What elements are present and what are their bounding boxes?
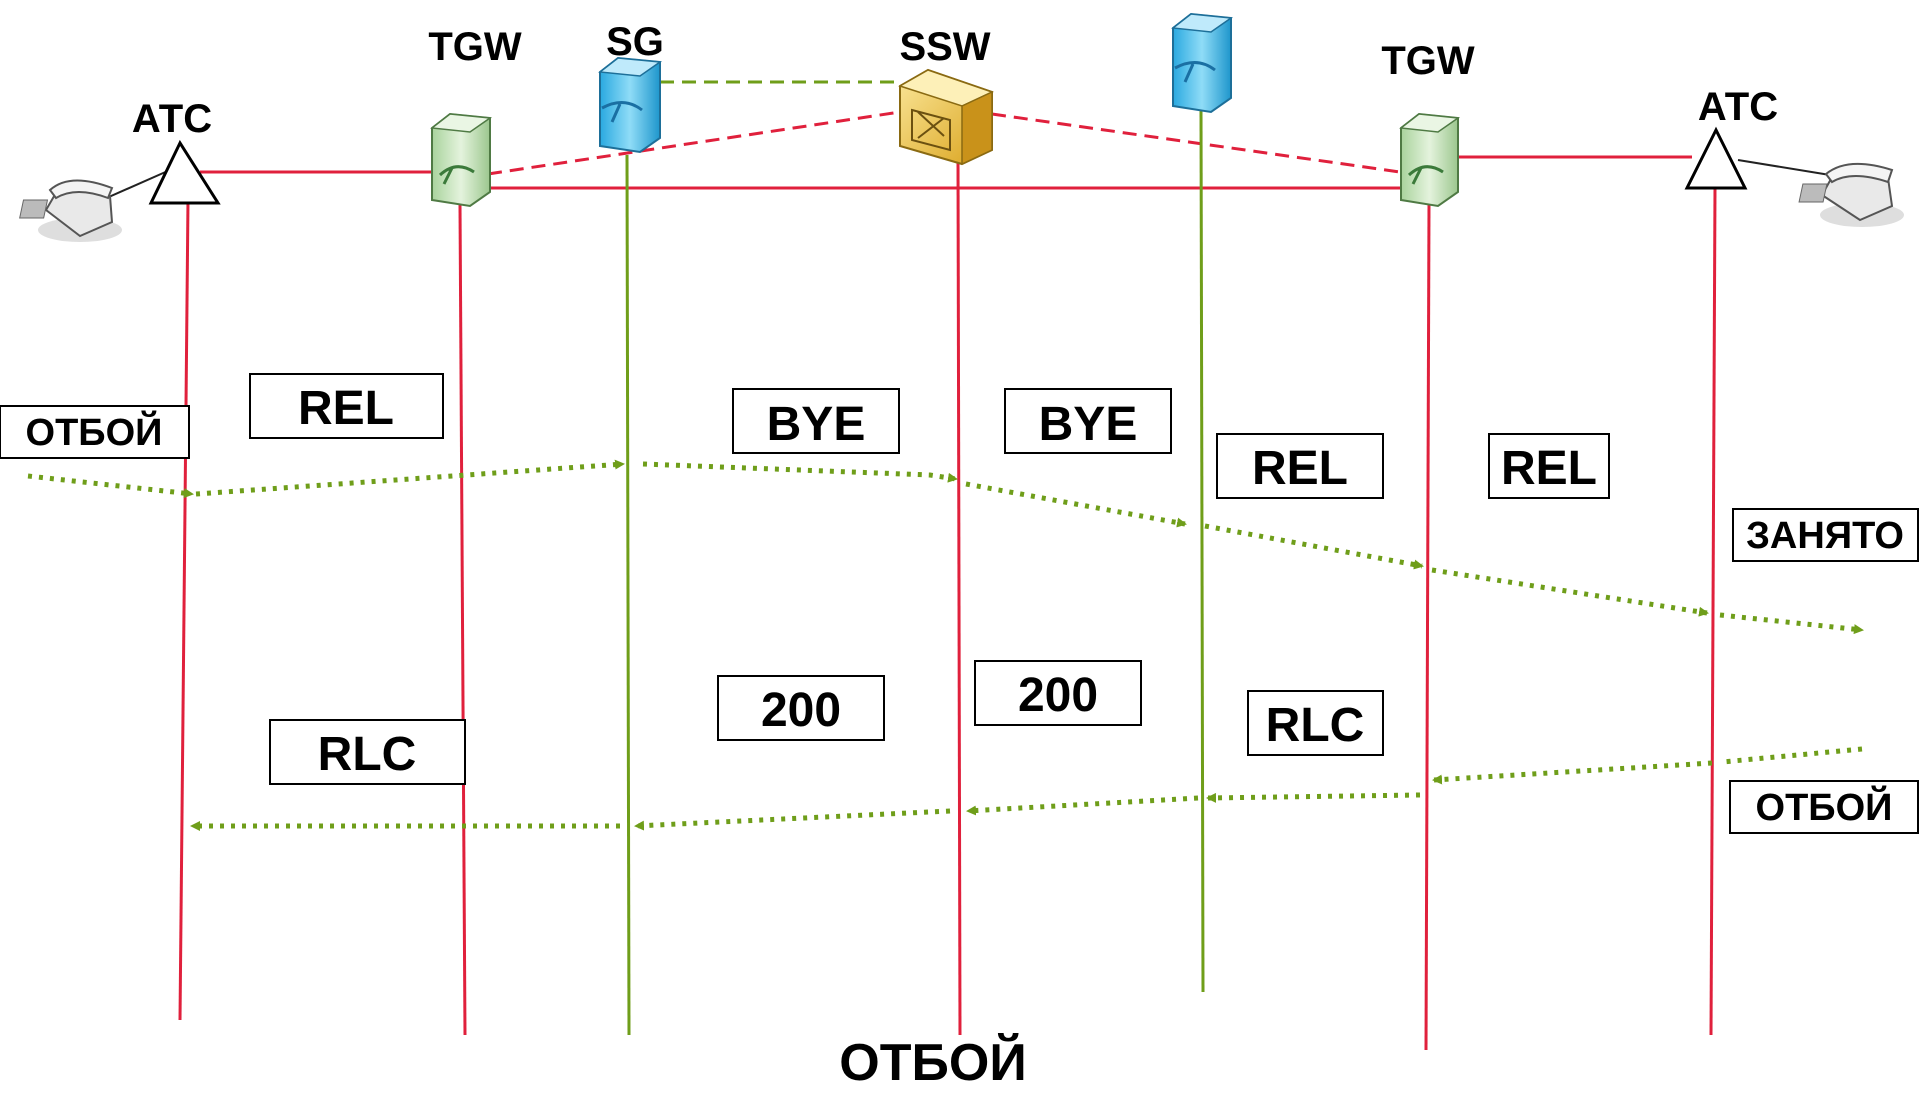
phone-cord-right xyxy=(1737,159,1831,176)
msg-200-2: 200 xyxy=(974,660,1142,726)
atc-left-exchange-icon xyxy=(148,139,221,205)
msg-otboy-left-text: ОТБОЙ xyxy=(26,409,163,454)
arrow-atc-to-sg xyxy=(195,459,625,497)
sg-left-server-icon xyxy=(598,56,663,154)
msg-bye-1: BYE xyxy=(732,388,900,454)
msg-rlc-left: RLC xyxy=(269,719,466,785)
msg-otboy-right: ОТБОЙ xyxy=(1729,780,1919,834)
ssw-label: SSW xyxy=(899,25,990,69)
lifelines xyxy=(178,109,1717,1051)
sg-left-label: SG xyxy=(606,20,664,64)
arrow-otboy-to-atc xyxy=(27,473,194,499)
arrow-otboy-right-in xyxy=(1721,746,1863,765)
msg-rel-3: REL xyxy=(1488,433,1610,499)
msg-otboy-left: ОТБОЙ xyxy=(0,405,190,459)
return-arrows xyxy=(190,746,1863,831)
ssw-softswitch-icon xyxy=(898,68,994,166)
msg-rel-2: REL xyxy=(1216,433,1384,499)
telephone-right-icon xyxy=(1798,162,1904,227)
msg-rel-3-text: REL xyxy=(1501,442,1597,495)
atc-right-exchange-icon xyxy=(1684,126,1748,190)
tgw-left-label: TGW xyxy=(428,25,522,69)
lifeline-sg-right xyxy=(1199,109,1205,993)
arrow-sg-right-to-tgw xyxy=(1204,523,1424,570)
msg-rel-1: REL xyxy=(249,373,444,439)
message-boxes: ОТБОЙ REL BYE BYE REL REL ЗАНЯТО 200 xyxy=(0,373,1919,834)
msg-bye-2-text: BYE xyxy=(1039,398,1138,451)
atc-left-label: АТС xyxy=(132,97,212,141)
phone-cord-left xyxy=(101,169,171,201)
msg-otboy-right-text: ОТБОЙ xyxy=(1756,784,1893,829)
msg-bye-1-text: BYE xyxy=(767,398,866,451)
tgw-left-server-icon xyxy=(430,112,493,208)
msg-bye-2: BYE xyxy=(1004,388,1172,454)
control-link-tgw-ssw-left xyxy=(487,110,901,176)
lifeline-atc-right xyxy=(1709,187,1717,1036)
arrow-atc-right-out xyxy=(1719,612,1864,635)
msg-200-2-text: 200 xyxy=(1018,669,1098,722)
release-arrows xyxy=(27,459,1864,635)
telephone-left-icon xyxy=(19,179,122,242)
node-labels: АТС TGW SG SSW TGW АТС xyxy=(132,20,1778,141)
tgw-right-label: TGW xyxy=(1381,39,1475,83)
msg-rlc-right: RLC xyxy=(1247,690,1384,756)
arrow-sg-to-ssw xyxy=(642,461,958,483)
msg-rel-1-text: REL xyxy=(298,382,394,435)
lifeline-tgw-left xyxy=(458,204,467,1036)
lifeline-tgw-right xyxy=(1424,204,1431,1051)
lifeline-ssw xyxy=(956,159,962,1036)
arrow-ssw-to-sg-right xyxy=(965,481,1187,528)
arrow-tgw-to-sg-right xyxy=(1206,792,1421,803)
atc-right-label: АТС xyxy=(1698,85,1778,129)
msg-rlc-right-text: RLC xyxy=(1266,699,1365,752)
sg-right-server-icon xyxy=(1171,12,1234,114)
msg-rel-2-text: REL xyxy=(1252,442,1348,495)
tgw-right-server-icon xyxy=(1399,112,1461,208)
msg-zanyato-text: ЗАНЯТО xyxy=(1746,515,1904,557)
msg-zanyato: ЗАНЯТО xyxy=(1732,508,1919,562)
lifeline-sg-left xyxy=(625,154,631,1036)
msg-200-1-text: 200 xyxy=(761,684,841,737)
network-links xyxy=(101,80,1831,201)
footer-title: ОТБОЙ xyxy=(839,1033,1026,1092)
lifeline-atc-left xyxy=(178,199,190,1021)
arrow-tgw-to-atc-right xyxy=(1431,567,1709,617)
msg-rlc-left-text: RLC xyxy=(318,728,417,781)
arrow-sg-right-to-ssw xyxy=(966,795,1199,816)
arrow-atc-right-to-tgw xyxy=(1432,760,1713,785)
control-link-ssw-tgw-right xyxy=(991,112,1401,174)
msg-200-1: 200 xyxy=(717,675,885,741)
arrow-ssw-to-sg-left xyxy=(634,808,951,831)
